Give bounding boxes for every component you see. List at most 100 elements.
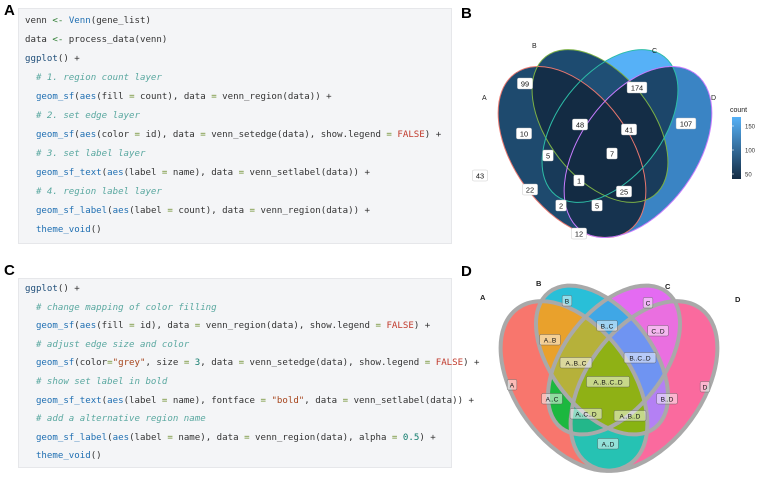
code-block-a: venn <- Venn(gene_list)data <- process_d…: [18, 8, 452, 244]
name-label-box: [596, 320, 618, 332]
name-label-text: B..C..D: [629, 355, 650, 362]
legend-tick-label: 150: [745, 124, 756, 130]
region-name-label: A..C..D: [569, 408, 603, 420]
code-line: geom_sf(color="grey", size = 3, data = v…: [25, 358, 480, 368]
code-token: [25, 433, 36, 443]
name-label-box: [569, 408, 603, 420]
code-line: # 1. region count layer: [25, 73, 162, 83]
code-line: geom_sf_label(aes(label = name), data = …: [25, 433, 436, 443]
region-count-label: 22: [522, 183, 538, 196]
name-label-box: [642, 297, 654, 309]
code-lines-c: ggplot() + # change mapping of color fil…: [25, 279, 480, 469]
code-token: =: [129, 321, 135, 332]
code-token: Venn: [68, 16, 91, 26]
code-token: venn_setlabel(data)) +: [244, 168, 370, 178]
code-token: # adjust edge size and color: [35, 339, 190, 350]
code-line: geom_sf_text(aes(label = name), data = v…: [25, 168, 370, 178]
legend-colorbar: [732, 117, 741, 179]
count-label-box: [573, 174, 585, 187]
code-token: geom_sf: [35, 130, 75, 140]
name-label-text: A: [510, 382, 515, 389]
code-line: geom_sf_label(aes(label = count), data =…: [25, 206, 370, 216]
code-token: [25, 225, 36, 235]
region-name-label: A: [506, 379, 518, 391]
code-token: ) +: [424, 130, 442, 140]
code-token: aes: [112, 432, 130, 443]
code-token: theme_void: [35, 451, 91, 462]
region-name-label: C: [642, 297, 654, 309]
code-block-c: ggplot() + # change mapping of color fil…: [18, 278, 480, 469]
name-label-text: B..D: [661, 396, 674, 403]
code-line: # 3. set label layer: [25, 149, 146, 159]
code-token: # 3. set label layer: [35, 149, 146, 159]
name-label-box: [647, 325, 669, 337]
region-a-d: [565, 196, 645, 238]
code-token: ) +: [463, 358, 480, 369]
name-label-text: B: [565, 298, 570, 305]
code-token: =: [167, 432, 173, 443]
region-b: [538, 50, 605, 81]
count-label-text: 12: [575, 230, 583, 239]
panel-label-c: C: [4, 262, 15, 279]
code-token: count), data: [172, 206, 250, 216]
name-label-box: [559, 357, 593, 369]
code-token: name), data: [172, 432, 245, 443]
code-token: =: [183, 358, 190, 369]
code-token: ggplot: [25, 54, 58, 64]
code-token: (label: [123, 168, 162, 178]
region-a: [498, 66, 608, 238]
code-token: aes: [112, 206, 130, 216]
code-token: geom_sf: [35, 321, 75, 332]
code-line: data <- process_data(venn): [25, 35, 167, 45]
code-token: geom_sf_text: [35, 168, 102, 178]
code-token: =: [200, 130, 206, 140]
code-token: id), data: [140, 130, 201, 140]
region-name-label: B..D: [656, 393, 678, 405]
count-label-box: [571, 227, 587, 240]
code-token: "bold": [271, 395, 305, 406]
set-edge-b: [534, 283, 670, 437]
code-token: =: [194, 321, 201, 332]
code-token: , data: [200, 358, 239, 369]
name-label-text: C: [646, 300, 651, 307]
region-name-label: A..B: [539, 334, 561, 346]
code-token: (fill: [96, 92, 130, 102]
set-edge-b: [531, 49, 669, 203]
name-label-box: [541, 393, 563, 405]
code-token: # 4. region label layer: [35, 187, 162, 197]
set-edge-a: [498, 299, 650, 473]
code-line: geom_sf_text(aes(label = name), fontface…: [25, 396, 474, 406]
code-token: venn_region(data)) +: [255, 206, 370, 216]
code-token: [25, 92, 36, 102]
code-token: =: [391, 432, 398, 443]
name-label-text: A..C..D: [575, 411, 596, 418]
set-edge-d: [568, 299, 720, 473]
code-token: (color: [74, 358, 108, 369]
code-token: [25, 340, 36, 350]
panel-label-a: A: [4, 2, 15, 19]
count-label-box: [555, 199, 567, 212]
code-token: geom_sf_text: [35, 395, 102, 406]
code-token: # add a alternative region name: [35, 414, 206, 425]
code-token: , data: [304, 395, 343, 406]
name-label-box: [506, 379, 518, 391]
count-label-text: 10: [520, 130, 528, 139]
count-label-text: 43: [476, 172, 484, 181]
region-count-label: 1: [573, 174, 585, 187]
code-line: ggplot() +: [25, 54, 80, 64]
code-token: (: [101, 168, 108, 178]
code-token: [25, 321, 36, 331]
code-token: (label: [129, 432, 168, 443]
code-token: id), data: [134, 321, 195, 332]
count-label-box: [472, 169, 488, 182]
count-label-text: 99: [521, 80, 529, 89]
count-label-box: [542, 149, 554, 162]
code-token: venn: [25, 16, 53, 26]
name-label-box: [597, 438, 619, 450]
count-label-text: 41: [625, 126, 633, 135]
code-token: (): [90, 451, 102, 462]
region-name-label: D: [699, 381, 711, 393]
code-line: geom_sf(aes(fill = count), data = venn_r…: [25, 92, 332, 102]
count-label-text: 107: [680, 120, 692, 129]
